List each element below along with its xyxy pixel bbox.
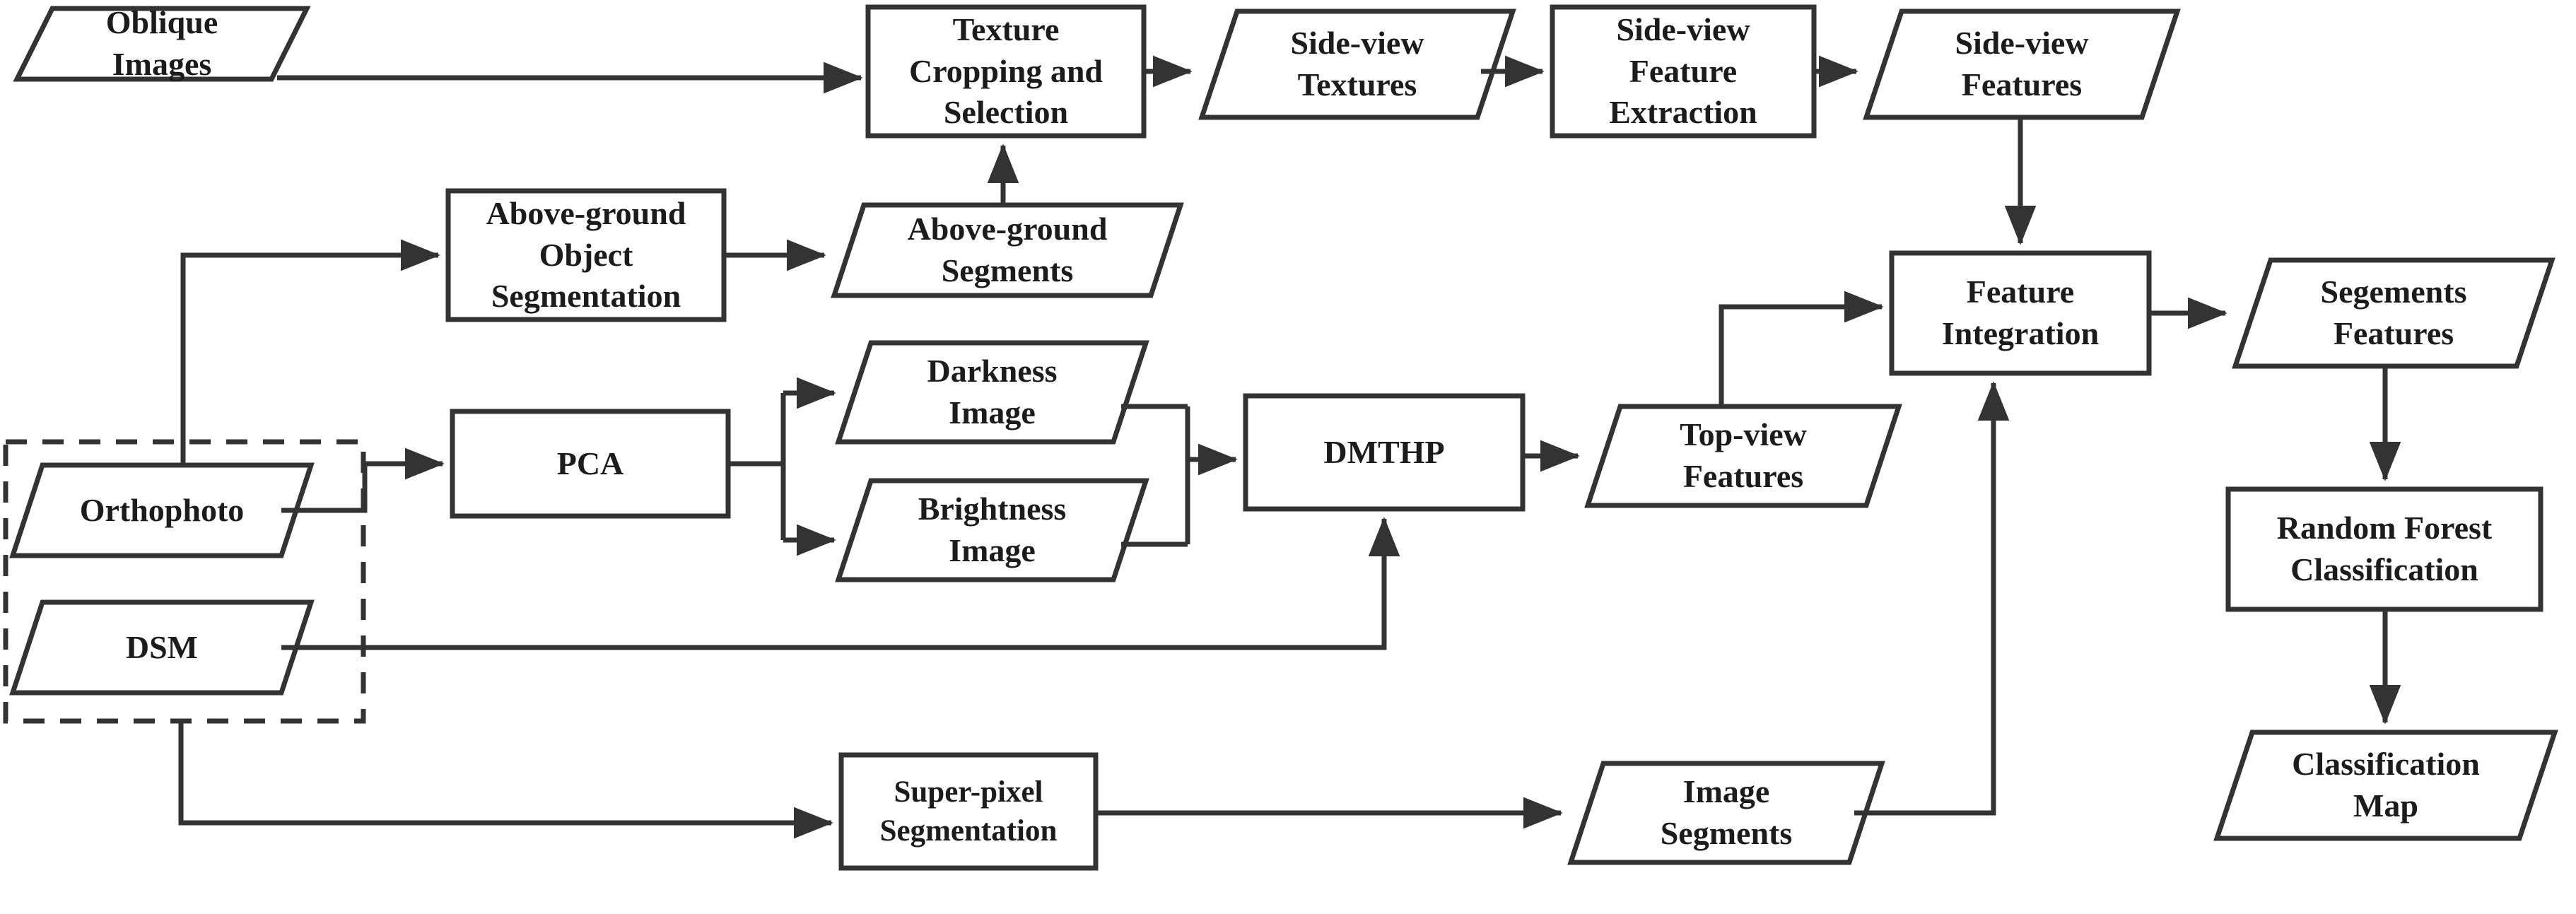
shape-dsm — [9, 599, 315, 696]
input-data-group-box — [3, 439, 366, 724]
shape-dmthp — [1243, 393, 1526, 512]
edge-dsm-to-dmthp — [281, 517, 1400, 650]
shape-texture-cropping — [865, 4, 1147, 139]
edge-input-group-to-super-pixel-segmentation — [178, 721, 833, 839]
shape-side-view-textures — [1198, 8, 1516, 120]
shape-brightness-image — [835, 478, 1149, 582]
shape-side-view-feature-extraction — [1550, 4, 1817, 139]
edge-top-view-features-to-feature-integration — [1719, 291, 1884, 406]
edge-orthophoto-to-pca — [281, 447, 445, 513]
shape-super-pixel-segmentation — [838, 752, 1099, 871]
connector-lines — [178, 55, 2401, 839]
shape-side-view-features — [1863, 8, 2181, 120]
shape-classification-map — [2213, 730, 2558, 841]
edge-orthophoto-to-above-ground-segmentation — [180, 239, 440, 465]
node-shapes — [9, 4, 2558, 871]
shape-darkness-image — [835, 340, 1149, 445]
shape-feature-integration — [1889, 250, 2152, 376]
shape-image-segments — [1567, 761, 1885, 865]
shape-top-view-features — [1584, 404, 1902, 508]
shape-orthophoto — [9, 462, 315, 558]
shape-above-ground-segments — [831, 202, 1184, 298]
shape-above-ground-object-segmentation — [445, 188, 727, 322]
shape-random-forest-classification — [2225, 486, 2543, 612]
shape-segements-features — [2232, 257, 2555, 369]
shape-oblique-images — [13, 6, 311, 82]
edge-image-segments-to-feature-integration — [1854, 381, 2010, 816]
shape-pca — [450, 409, 731, 519]
